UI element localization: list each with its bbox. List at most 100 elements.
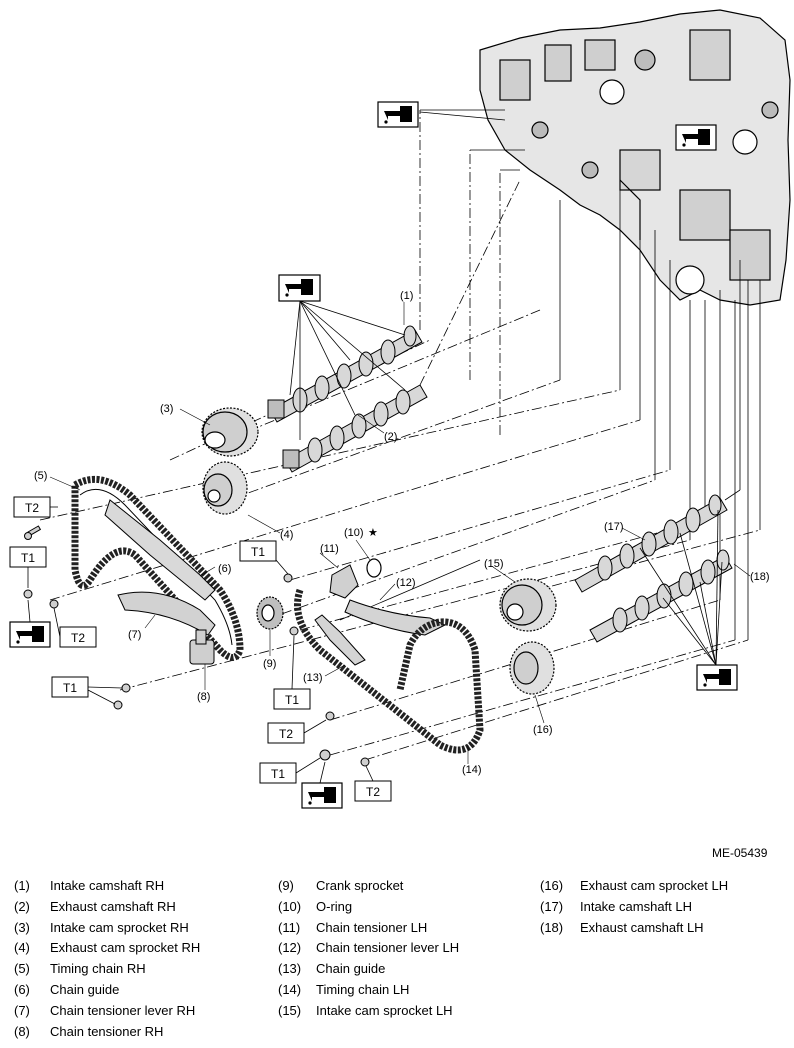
legend-item: (3)Intake cam sprocket RH [14,920,200,941]
legend-number: (2) [14,898,30,914]
legend-item: (10) O-ring [278,899,459,920]
legend-item: (6)Chain guide [14,982,200,1003]
callout-3: (3) [160,403,173,415]
legend-number: (8) [14,1023,30,1039]
callout-17: (17) [604,521,624,533]
legend-number: (17) [540,898,564,914]
intake-camshaft-lh [574,494,728,593]
legend-column-2: (9) Crank sprocket (10) O-ring (11) Chain t… [278,878,459,1024]
legend-number: (12) [278,940,302,956]
callout-16: (16) [533,724,553,736]
svg-text:T1: T1 [21,551,35,565]
svg-text:T1: T1 [285,693,299,707]
bolt [49,599,59,609]
o-ring [366,558,382,578]
exhaust-camshaft-lh [589,549,733,643]
legend-number: (15) [278,1002,302,1018]
legend-item: (14)Timing chain LH [278,982,459,1003]
legend-label: Exhaust camshaft LH [580,919,704,935]
oil-can-icon [278,274,321,302]
crank-sprocket [256,596,284,630]
legend-item: (5) Timing chain RH [14,961,200,982]
svg-text:T1: T1 [251,545,265,559]
callout-1: (1) [400,290,413,302]
leader-lines [39,109,761,761]
legend-number: (11) [278,919,301,935]
callout-8: (8) [197,691,210,703]
callout-18: (18) [750,571,770,583]
legend-label: Crank sprocket [316,878,404,893]
svg-text:T2: T2 [279,727,293,741]
legend-label: Chain tensioner lever LH [316,940,460,956]
chain-tensioner-lever-lh [344,599,447,636]
svg-text:T2: T2 [71,631,85,645]
callout-6: (6) [218,563,231,575]
legend-item: (8) Chain tensioner RH [14,1024,200,1045]
torque-label-box: T2 [13,496,51,518]
legend-label: Exhaust camshaft RH [50,898,176,914]
intake-cam-sprocket-lh [499,578,557,632]
legend-number: (18) [540,919,564,935]
callout-leaders [49,302,751,764]
legend-number: (9) [278,878,294,893]
oil-can-icon [377,101,419,128]
svg-text:T2: T2 [366,785,380,799]
chain-guide-rh [104,499,216,601]
svg-text:T1: T1 [63,681,77,695]
torque-label-box: T1 [273,688,311,710]
legend-number: (14) [278,981,302,997]
torque-label-box: T1 [51,676,89,698]
callout-12: (12) [396,577,416,589]
oil-pointer-lines [27,300,723,784]
star-symbol: ★ [368,527,378,539]
legend-item: (2) Exhaust camshaft RH [14,899,200,920]
exhaust-cam-sprocket-rh [202,461,248,515]
legend-number: (1) [14,878,30,893]
callouts: (1) (2) (3) (4) (5) (6) (7) (8) (9) (10)… [34,290,770,776]
legend-number: (10) [278,898,302,914]
legend-label: Intake camshaft LH [580,898,692,914]
legend-number: (7) [14,1002,30,1018]
callout-11: (11) [320,543,339,555]
svg-text:T1: T1 [271,767,285,781]
legend-label: Chain tensioner LH [316,919,428,935]
callout-2: (2) [384,431,397,443]
legend-label: Exhaust cam sprocket LH [580,878,729,893]
legend-label: Intake camshaft RH [50,878,165,893]
svg-text:T2: T2 [25,501,39,515]
timing-chain-rh [71,475,244,661]
legend-label: Timing chain RH [50,961,146,977]
drawing-id: ME-05439 [712,846,768,860]
exhaust-camshaft-rh [282,384,428,473]
legend-number: (5) [14,961,30,977]
legend-item: (4) Exhaust cam sprocket RH [14,940,200,961]
timing-chain-lh [294,588,484,754]
legend-number: (3) [14,919,30,935]
bolt [325,711,335,721]
oil-can-icon [9,621,51,648]
bolt [360,757,370,767]
legend-label: Chain guide [50,981,120,997]
torque-label-box: T1 [9,546,47,568]
torque-label-box: T1 [259,762,297,784]
callout-14: (14) [462,764,482,776]
callout-10: (10) [344,527,364,539]
legend-column-3: (16) Exhaust cam sprocket LH (17) Intake c… [540,878,728,940]
chain-guide-lh [314,614,366,666]
legend-label: O-ring [316,898,353,914]
legend-number: (4) [14,940,30,956]
intake-cam-sprocket-rh [201,407,259,457]
legend-label: Exhaust cam sprocket RH [50,940,201,956]
callout-5: (5) [34,470,47,482]
chain-tensioner-lever-rh [117,591,216,636]
callout-9: (9) [263,658,276,670]
torque-label-box: T2 [354,780,392,802]
legend-number: (16) [540,878,564,893]
bolt [283,573,293,583]
oil-can-icon [675,124,717,151]
legend-label: Chain tensioner RH [50,1023,164,1039]
callout-4: (4) [280,529,293,541]
bolt [121,683,131,693]
intake-camshaft-rh [267,325,423,423]
bolt [113,700,123,710]
